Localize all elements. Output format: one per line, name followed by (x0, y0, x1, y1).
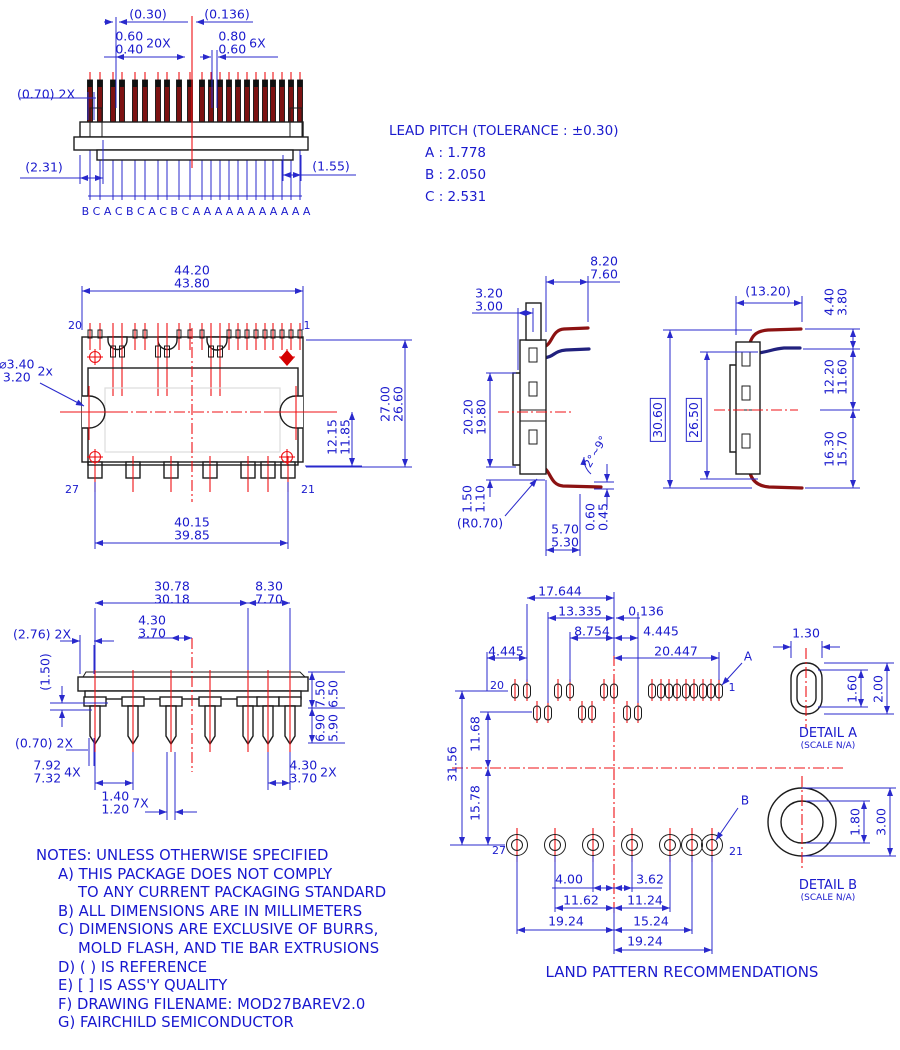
detail-a (773, 641, 894, 729)
bottom-view (50, 600, 345, 820)
note-line-8: F) DRAWING FILENAME: MOD27BAREV2.0 (58, 995, 366, 1013)
note-line-4: C) DIMENSIONS ARE EXCLUSIVE OF BURRS, (58, 921, 379, 939)
front-view (20, 16, 356, 200)
note-line-9: G) FAIRCHILD SEMICONDUCTOR (58, 1014, 294, 1032)
note-line-2: TO ANY CURRENT PACKAGING STANDARD (78, 884, 387, 902)
note-line-5: MOLD FLASH, AND TIE BAR EXTRUSIONS (78, 939, 380, 957)
right-side-view (663, 296, 860, 490)
note-line-3: B) ALL DIMENSIONS ARE IN MILLIMETERS (58, 902, 363, 920)
land-pattern (450, 592, 845, 954)
note-line-7: E) [ ] IS ASS'Y QUALITY (58, 977, 228, 995)
note-line-0: NOTES: UNLESS OTHERWISE SPECIFIED (36, 847, 329, 864)
side-view (472, 276, 620, 556)
note-line-1: A) THIS PACKAGE DOES NOT COMPLY (58, 865, 333, 883)
detail-b (767, 776, 896, 870)
top-view (39, 286, 412, 549)
note-line-6: D) ( ) IS REFERENCE (58, 958, 208, 976)
